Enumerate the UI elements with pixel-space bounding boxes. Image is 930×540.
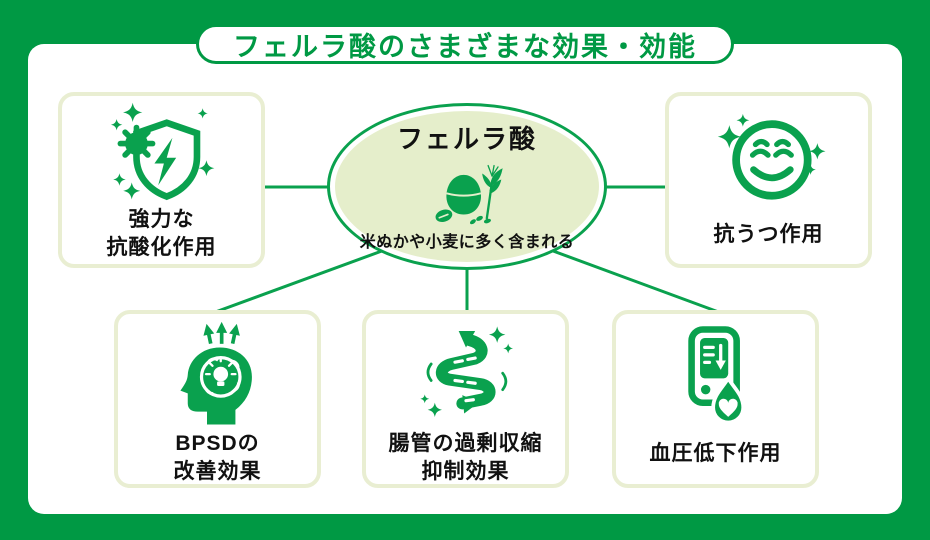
center-node: フェルラ酸 米ぬかや小麦に多く含まれる [327, 103, 607, 270]
effect-card-bpsd: BPSDの 改善効果 [114, 310, 321, 488]
effect-label-zone: 強力な 抗酸化作用 [107, 206, 217, 269]
effect-label: 強力な 抗酸化作用 [106, 208, 217, 259]
effect-label: 腸管の過剰収縮 抑制効果 [388, 432, 543, 483]
intestine-icon [410, 320, 522, 430]
shield-lightning-icon [103, 102, 221, 206]
effect-card-intestinal: 腸管の過剰収縮 抑制効果 [362, 310, 569, 488]
effect-label-zone: 抗うつ作用 [714, 214, 824, 264]
effect-card-blood-pressure: 血圧低下作用 [612, 310, 819, 488]
brain-lightbulb-icon [162, 320, 274, 430]
page-title: フェルラ酸のさまざまな効果・効能 [196, 24, 734, 64]
effect-card-antioxidant: 強力な 抗酸化作用 [58, 92, 265, 268]
connector-bottom-left [209, 246, 391, 316]
center-node-inner: フェルラ酸 米ぬかや小麦に多く含まれる [335, 111, 599, 262]
effect-label-zone: BPSDの 改善効果 [174, 430, 262, 493]
center-title: フェルラ酸 [396, 124, 537, 154]
blood-pressure-monitor-icon [669, 320, 763, 432]
effect-label: 抗うつ作用 [713, 223, 824, 247]
effect-label-zone: 腸管の過剰収縮 抑制効果 [389, 430, 543, 493]
effect-card-antidepressant: 抗うつ作用 [665, 92, 872, 268]
effect-label: 血圧低下作用 [649, 442, 782, 466]
effect-label: BPSDの 改善効果 [173, 432, 262, 483]
rice-bran-icon [408, 158, 526, 226]
connector-bottom-right [544, 246, 725, 316]
center-subtitle: 米ぬかや小麦に多く含まれる [359, 234, 575, 251]
effect-label-zone: 血圧低下作用 [650, 432, 782, 484]
smiley-sparkle-icon [710, 102, 828, 214]
page-title-text: フェルラ酸のさまざまな効果・効能 [233, 31, 697, 62]
